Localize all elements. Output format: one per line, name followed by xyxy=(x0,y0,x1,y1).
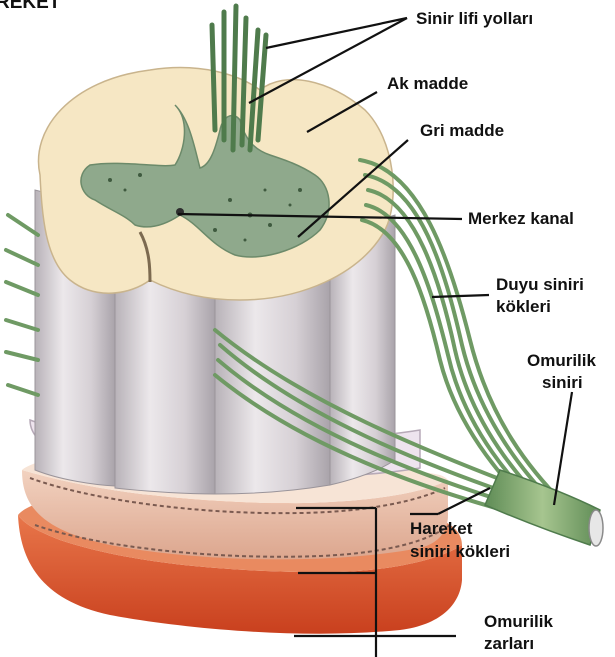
left-nerve-roots xyxy=(6,215,38,395)
label-omurilik-siniri-line2: siniri xyxy=(542,372,583,393)
label-hareket-line1: Hareket xyxy=(410,518,472,539)
label-omurilik-zarlari-line1: Omurilik xyxy=(484,611,553,632)
label-sinir-lifi-yollari: Sinir lifi yolları xyxy=(416,8,533,29)
label-hareket-line2: siniri kökleri xyxy=(410,541,510,562)
label-duyu-siniri-line2: kökleri xyxy=(496,296,551,317)
label-omurilik-siniri-line1: Omurilik xyxy=(527,350,596,371)
spinal-nerve-end xyxy=(589,510,603,546)
label-ak-madde: Ak madde xyxy=(387,73,468,94)
label-omurilik-zarlari-line2: zarları xyxy=(484,633,534,654)
label-duyu-siniri-line1: Duyu siniri xyxy=(496,274,584,295)
label-gri-madde: Gri madde xyxy=(420,120,504,141)
label-merkez-kanal: Merkez kanal xyxy=(468,208,574,229)
